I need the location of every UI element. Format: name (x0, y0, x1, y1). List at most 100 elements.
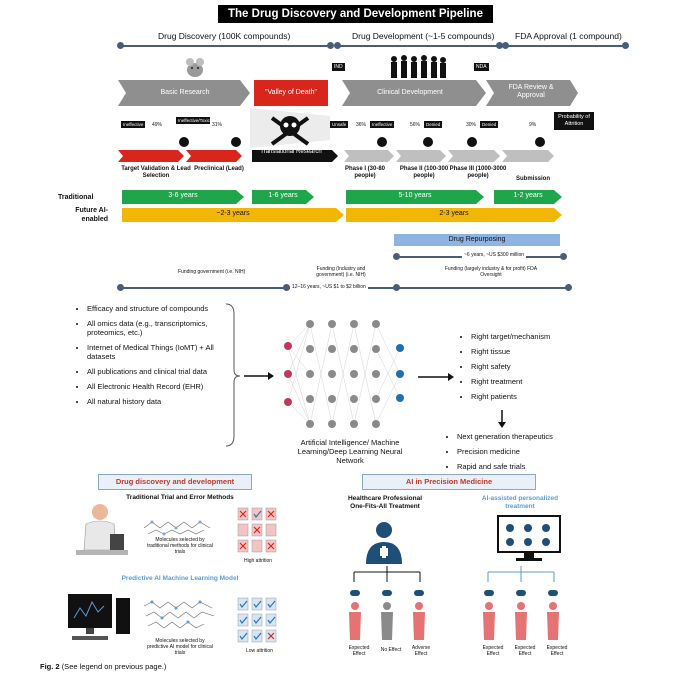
attr-31: 31% (212, 122, 223, 128)
outcome-item: Rapid and safe trials (457, 462, 627, 471)
stage-target: Target Validation & Lead Selection (121, 166, 191, 179)
hp-expected: Expected Effect (348, 645, 370, 657)
line-dot (496, 42, 503, 49)
right-panel-header: AI in Precision Medicine (362, 474, 536, 490)
attr-denied-2: Denied (480, 121, 499, 128)
line-dot (327, 42, 334, 49)
outcome-item: Next generation therapeutics (457, 432, 627, 441)
drug-repurposing: Drug Repurposing (394, 234, 560, 246)
low-attrition: Low attrition (246, 648, 273, 654)
stage-arrows (118, 150, 554, 162)
attr-49: 49% (152, 122, 163, 128)
line-dot (502, 42, 509, 49)
left-panel-header: Drug discovery and development (98, 474, 252, 490)
neural-network (284, 320, 404, 428)
phase-discovery: Drug Discovery (100K compounds) (158, 31, 291, 41)
output-list: Right target/mechanism Right tissue Righ… (460, 332, 611, 407)
output-item: Right tissue (471, 347, 611, 356)
nn-label: Artificial Intelligence/ Machine Learnin… (297, 438, 403, 465)
ai-caption: Molecules selected by predictive AI mode… (147, 638, 213, 656)
computer-icon (68, 594, 130, 640)
line-dot (334, 42, 341, 49)
nda-tag: NDA (474, 63, 489, 71)
line-dot (565, 284, 572, 291)
skull-crossbones-icon (250, 108, 330, 148)
line-dot (393, 253, 400, 260)
hp-branch (353, 566, 421, 582)
development-line (337, 45, 499, 47)
stage-submission: Submission (515, 176, 550, 182)
chevron-basic: Basic Research (160, 89, 210, 96)
attrition-label: Probability of Attrition (554, 112, 594, 130)
molecules-traditional (143, 520, 211, 536)
output-item: Right patients (471, 392, 611, 401)
trad-2: 1-6 years (268, 192, 298, 199)
vials-low-attrition (237, 597, 277, 643)
input-bracket (225, 303, 274, 447)
output-item: Right safety (471, 362, 611, 371)
hp-patients (349, 590, 425, 640)
repurposing-cost: ~6 years, ~US $300 million (462, 252, 527, 258)
trad-caption: Molecules selected by traditional method… (147, 537, 213, 555)
vials-high-attrition (237, 507, 277, 553)
scientist-icon (76, 504, 128, 555)
hp-title: Healthcare Professional One-Fits-All Tre… (347, 495, 423, 510)
stage-preclinical: Preclinical (Lead) (194, 166, 244, 172)
chevron-valley: "Valley of Death" (265, 89, 317, 96)
stage-phase3: Phase III (1000-3000 people) (449, 166, 507, 179)
pipeline-title: The Drug Discovery and Development Pipel… (218, 5, 493, 23)
fig-legend: (See legend on previous page.) (61, 662, 167, 671)
ai-patients (483, 590, 559, 640)
down-arrow-icon (498, 410, 506, 428)
ai-branch (487, 566, 555, 582)
trad-3: 5-10 years (398, 192, 432, 199)
attr-unsafe: Unsafe (330, 121, 349, 128)
crowd-icon (391, 55, 446, 78)
funding-gov: Funding government (i.e. NIH) (178, 269, 246, 275)
chevron-fda: FDA Review & Approval (508, 84, 554, 99)
input-item: All publications and clinical trial data (87, 367, 237, 376)
funding-total: 12–16 years, ~US $1 to $2 billion (290, 284, 368, 290)
trad-4: 1-2 years (513, 192, 543, 199)
doctor-icon (366, 522, 402, 564)
hp-no-effect: No Effect (380, 647, 402, 653)
hp-adverse: Adverse Effect (411, 645, 431, 657)
input-item: All omics data (e.g., transcriptomics, p… (87, 319, 237, 337)
input-item: All natural history data (87, 397, 237, 406)
mouse-icon (186, 58, 204, 77)
stage-phase1: Phase I (30-80 people) (344, 166, 386, 179)
output-item: Right target/mechanism (471, 332, 611, 341)
future-label: Future AI-enabled (75, 207, 108, 223)
ind-tag: IND (332, 63, 345, 71)
phase-development: Drug Development (~1-5 compounds) (352, 31, 495, 41)
line-dot (117, 42, 124, 49)
high-attrition: High attrition (244, 558, 273, 564)
phase-approval: FDA Approval (1 compound) (515, 31, 622, 41)
ai-expected-1: Expected Effect (482, 645, 504, 657)
attr-30: 30% (466, 122, 477, 128)
attr-ineffective-2: Ineffective (370, 121, 395, 128)
stage-translational: Translational Research (260, 149, 322, 155)
funding-industry: Funding (largely industry & for profit) … (444, 266, 538, 278)
line-dot (283, 284, 290, 291)
line-dot (560, 253, 567, 260)
ai-treatment-title: AI-assisted personalized treatment (481, 495, 559, 510)
funding-mixed: Funding (Industry and government) (i.e. … (316, 266, 366, 278)
trad-methods-title: Traditional Trial and Error Methods (126, 494, 234, 501)
figure-caption: Fig. 2 (See legend on previous page.) (40, 662, 166, 671)
attr-56: 56% (410, 122, 421, 128)
input-item: All Electronic Health Record (EHR) (87, 382, 237, 391)
ai-2: 2-3 years (439, 210, 469, 217)
attr-36: 36% (356, 122, 367, 128)
output-item: Right treatment (471, 377, 611, 386)
outcome-list: Next generation therapeutics Precision m… (446, 432, 627, 477)
ai-1: ~2-3 years (216, 210, 250, 217)
attr-ineff-toxic: Ineffective/Toxic (176, 117, 210, 124)
ai-monitor-icon (497, 515, 561, 561)
fig-number: Fig. 2 (40, 662, 60, 671)
attr-denied-1: Denied (424, 121, 443, 128)
input-item: Efficacy and structure of compounds (87, 304, 237, 313)
nn-output-arrow (418, 373, 454, 381)
chevron-row (118, 80, 578, 106)
attr-ineffective: Ineffective (121, 121, 146, 128)
